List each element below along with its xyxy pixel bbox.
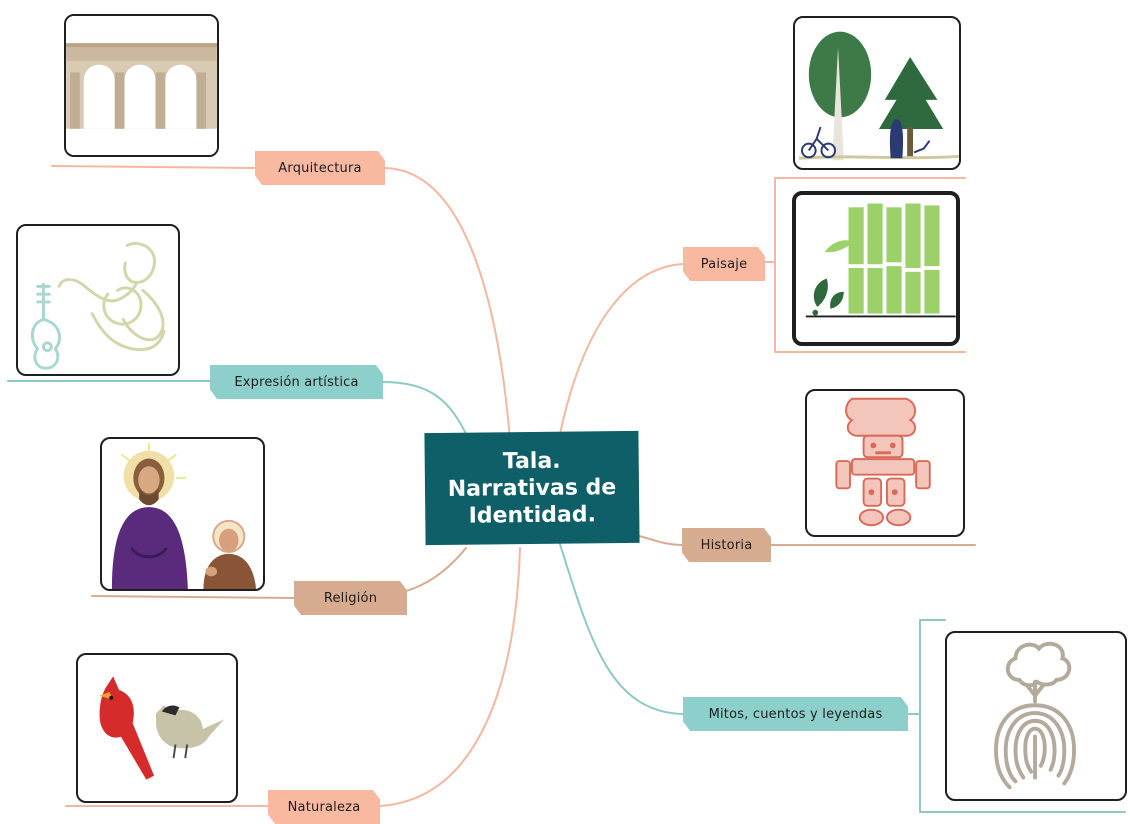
topic-historia[interactable]: Historia xyxy=(682,528,771,562)
trees-and-cyclist-icon xyxy=(793,16,961,170)
pre-hispanic-figure-icon xyxy=(805,389,965,537)
bracket-mitos xyxy=(907,619,1126,813)
bamboo-icon xyxy=(792,191,960,346)
topic-naturaleza-label: Naturaleza xyxy=(287,799,361,815)
underline-arquitectura xyxy=(51,165,259,169)
link-mitos xyxy=(559,543,684,715)
link-paisaje xyxy=(559,263,684,435)
link-expresion xyxy=(382,381,469,439)
underline-religion xyxy=(91,595,296,599)
topic-mitos-cuentos-leyendas[interactable]: Mitos, cuentos y leyendas xyxy=(683,697,908,731)
central-topic-line-1: Tala. xyxy=(502,448,561,474)
topic-religion[interactable]: Religión xyxy=(294,581,407,615)
topic-expresion-artistica-label: Expresión artística xyxy=(234,374,359,390)
saints-illustration-icon xyxy=(100,437,265,591)
central-topic[interactable]: Tala. Narrativas de Identidad. xyxy=(424,430,640,546)
topic-paisaje[interactable]: Paisaje xyxy=(683,247,765,281)
birds-illustration-icon xyxy=(76,653,238,803)
central-topic-line-3: Identidad. xyxy=(468,501,597,529)
link-arquitectura xyxy=(384,167,511,441)
topic-naturaleza[interactable]: Naturaleza xyxy=(268,790,380,824)
topic-arquitectura-label: Arquitectura xyxy=(278,160,362,176)
topic-paisaje-label: Paisaje xyxy=(700,256,748,272)
bracket-paisaje xyxy=(764,177,966,353)
guitarist-line-art-icon xyxy=(16,224,180,376)
topic-mitos-label: Mitos, cuentos y leyendas xyxy=(708,706,883,722)
central-topic-line-2: Narrativas de xyxy=(447,474,617,502)
topic-arquitectura[interactable]: Arquitectura xyxy=(255,151,385,185)
topic-expresion-artistica[interactable]: Expresión artística xyxy=(210,365,383,399)
tree-fingerprint-icon xyxy=(945,631,1127,801)
topic-religion-label: Religión xyxy=(323,590,378,606)
topic-historia-label: Historia xyxy=(700,537,753,553)
aqueduct-arches-icon xyxy=(64,14,219,157)
link-naturaleza xyxy=(379,547,521,807)
